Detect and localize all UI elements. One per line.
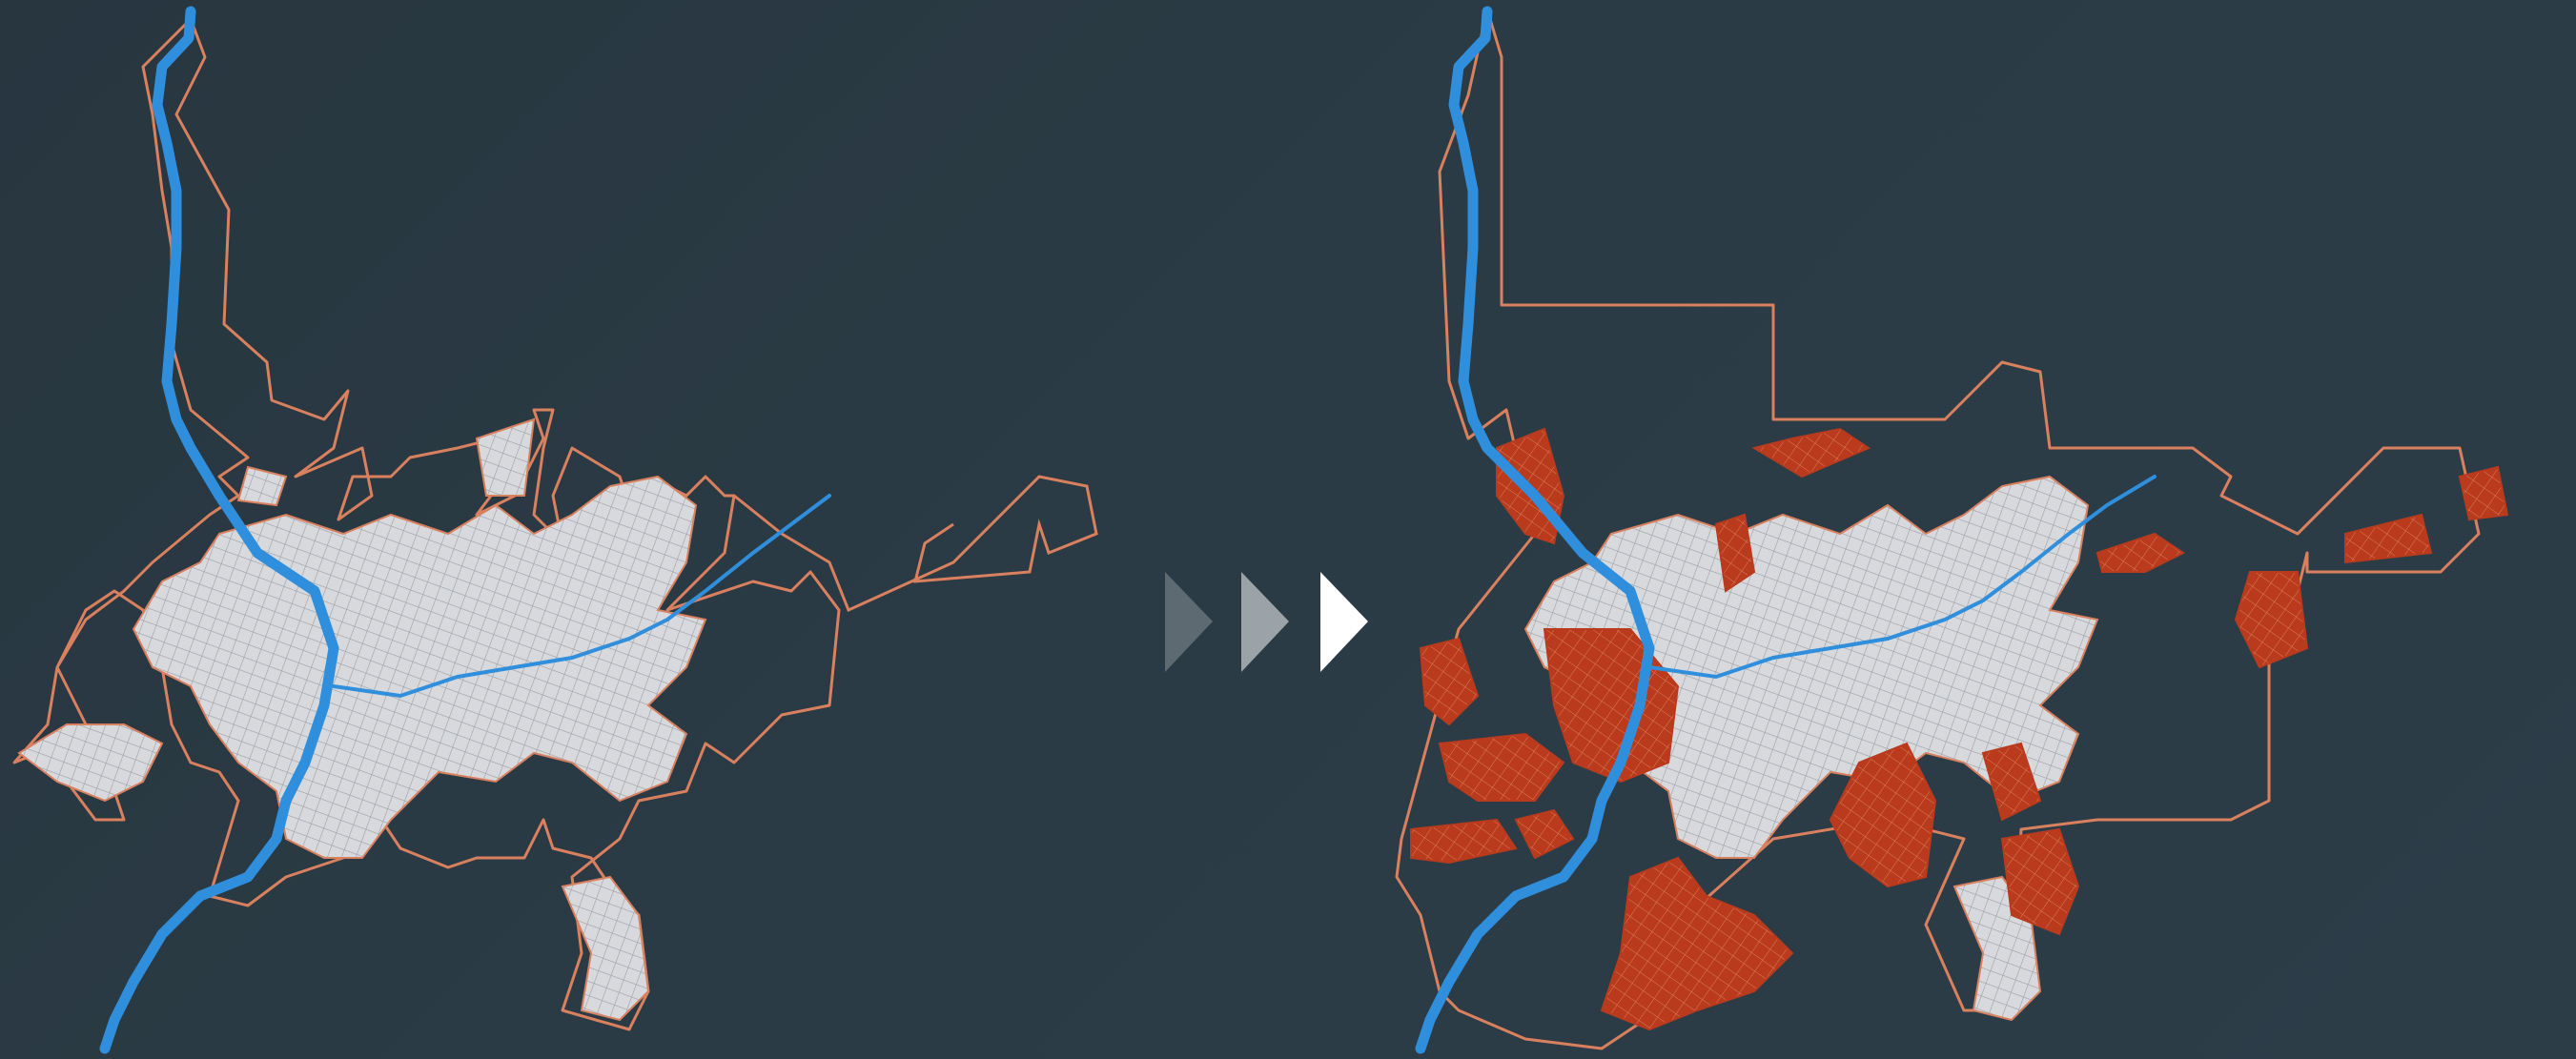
expansion-southeast <box>2000 827 2080 936</box>
forward-chevron-icon <box>1320 572 1368 672</box>
expansion-south <box>1600 856 1794 1031</box>
river-tributary <box>1647 475 2157 680</box>
city-map-before <box>12 6 1098 1054</box>
expansion-far-east <box>2458 465 2509 521</box>
urban-area <box>132 475 707 859</box>
expansion-east <box>2234 571 2309 669</box>
boundary-extension <box>733 475 1098 613</box>
city-boundary-expanded <box>1395 8 2481 1050</box>
expansion-north <box>1714 513 1756 593</box>
urban-west <box>17 723 164 803</box>
expansion-river-west <box>1514 808 1575 860</box>
expansion-east-strip <box>2344 513 2433 564</box>
forward-chevron-icon <box>1165 572 1213 672</box>
expansion-south-center <box>1829 742 1937 888</box>
expansion-north-strip <box>1751 427 1871 479</box>
river-tributary <box>332 494 831 699</box>
urban-north <box>236 417 536 507</box>
expansion-west <box>1419 637 1480 726</box>
city-boundary <box>12 17 841 1031</box>
expansion-northeast <box>2096 532 2185 573</box>
expansion-far-west <box>1410 818 1518 865</box>
transition-arrows <box>1165 572 1368 672</box>
river <box>1415 6 1655 1054</box>
forward-chevron-icon <box>1241 572 1289 672</box>
river <box>99 6 339 1054</box>
urban-south <box>561 875 650 1022</box>
expansion-southwest <box>1438 732 1565 802</box>
expansion-east-center <box>1981 742 2042 822</box>
city-map-after <box>1395 6 2509 1054</box>
